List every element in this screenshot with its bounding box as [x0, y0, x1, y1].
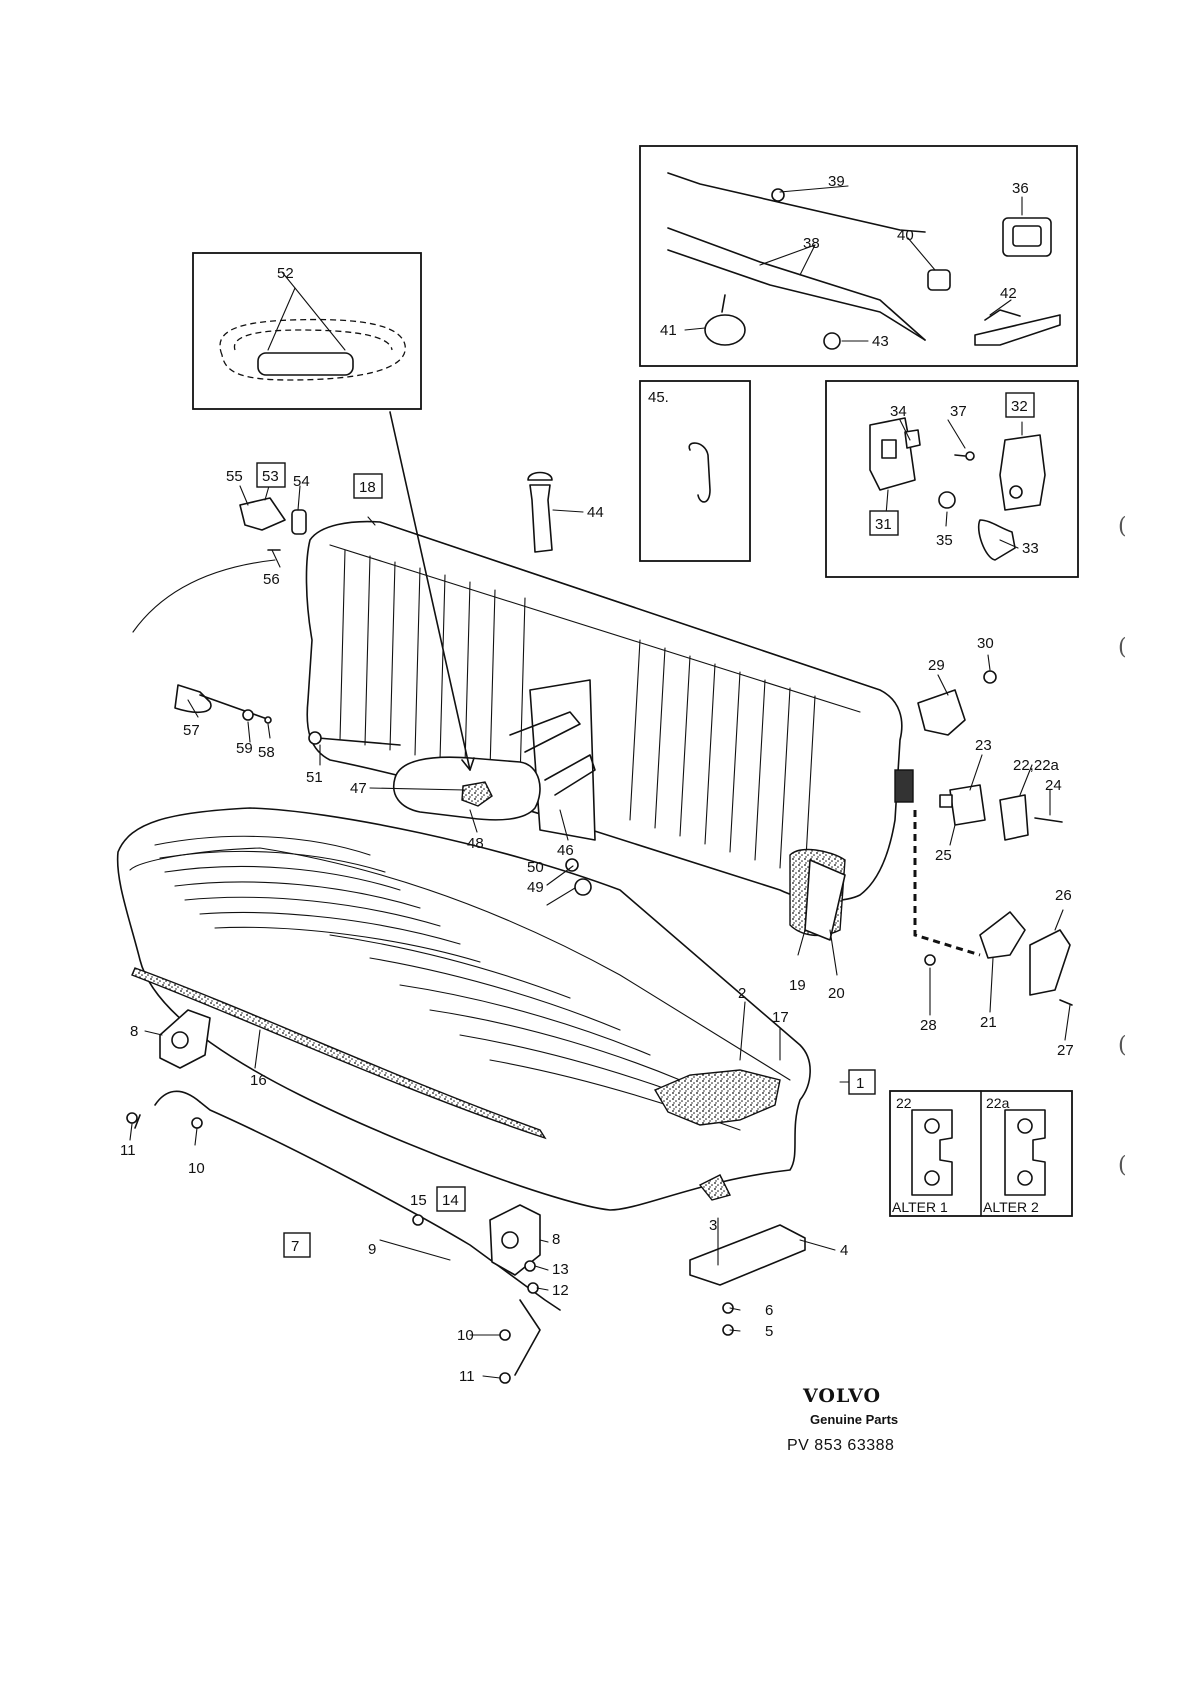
- callout-8-right: 8: [552, 1231, 560, 1248]
- inset-detail-52: [192, 252, 422, 410]
- callout-20: 20: [828, 985, 845, 1002]
- margin-marks: ( ( ( (: [1118, 514, 1127, 1178]
- callout-27: 27: [1057, 1042, 1074, 1059]
- seat-frame-rods: [134, 1090, 561, 1376]
- callout-37: 37: [950, 403, 967, 420]
- svg-text:(: (: [1118, 1153, 1127, 1178]
- callout-31: 31: [875, 516, 892, 533]
- callout-11-left: 11: [120, 1142, 136, 1159]
- inset-cables-box: [639, 145, 1078, 367]
- callout-41: 41: [660, 322, 677, 339]
- callout-33: 33: [1022, 540, 1039, 557]
- callout-39: 39: [828, 173, 845, 190]
- callout-5: 5: [765, 1323, 773, 1340]
- seat-cushion: [116, 807, 811, 1211]
- alt2-number: 22a: [986, 1095, 1010, 1111]
- catalog-number: PV 853 63388: [787, 1437, 894, 1454]
- callout-1: 1: [856, 1075, 864, 1092]
- callout-13: 13: [552, 1261, 569, 1278]
- callout-53: 53: [262, 468, 279, 485]
- callout-46: 46: [557, 842, 574, 859]
- callout-17: 17: [772, 1009, 789, 1026]
- callout-10-left: 10: [188, 1160, 205, 1177]
- svg-text:(: (: [1118, 635, 1127, 660]
- callout-54: 54: [293, 473, 310, 490]
- callout-38: 38: [803, 235, 820, 252]
- callout-35: 35: [936, 532, 953, 549]
- callout-29: 29: [928, 657, 945, 674]
- callout-59: 59: [236, 740, 253, 757]
- callout-3: 3: [709, 1217, 717, 1234]
- brand-block: VOLVO Genuine Parts PV 853 63388: [787, 1385, 898, 1454]
- backrest-pleats: [339, 549, 816, 877]
- callout-2: 2: [738, 985, 746, 1002]
- callout-48: 48: [467, 835, 484, 852]
- callout-47: 47: [350, 780, 367, 797]
- pointer-line-52: [389, 411, 471, 771]
- callout-30: 30: [977, 635, 994, 652]
- callout-11-right: 11: [459, 1368, 475, 1385]
- alt1-label: ALTER 1: [892, 1199, 948, 1215]
- inset-alternatives-box: [889, 1090, 1073, 1217]
- callout-43: 43: [872, 333, 889, 350]
- inset-lock-box: [825, 380, 1079, 578]
- callout-8-left: 8: [130, 1023, 138, 1040]
- callout-40: 40: [897, 227, 914, 244]
- callout-51: 51: [306, 769, 323, 786]
- callout-4: 4: [840, 1242, 848, 1259]
- callout-42: 42: [1000, 285, 1017, 302]
- callout-10-right: 10: [457, 1327, 474, 1344]
- callout-28: 28: [920, 1017, 937, 1034]
- callout-labels: 1 2 3 4 5 6 7 8 8 9 10 10 11 11 12 13 14…: [120, 173, 1074, 1385]
- callout-19: 19: [789, 977, 806, 994]
- callout-18: 18: [359, 479, 376, 496]
- callout-32: 32: [1011, 398, 1028, 415]
- callout-26: 26: [1055, 887, 1072, 904]
- callout-34: 34: [890, 403, 907, 420]
- armrest: [393, 711, 596, 821]
- callout-7: 7: [291, 1238, 299, 1255]
- svg-text:(: (: [1118, 1033, 1127, 1058]
- callout-25: 25: [935, 847, 952, 864]
- alt1-number: 22: [896, 1095, 912, 1111]
- alt2-label: ALTER 2: [983, 1199, 1039, 1215]
- hinge-parts: [913, 670, 1073, 1006]
- bracket-4: [689, 1224, 806, 1286]
- clip-parts-top-left: [174, 471, 592, 896]
- callout-22-22a: 22,22a: [1013, 757, 1060, 774]
- brand-tagline: Genuine Parts: [810, 1412, 898, 1427]
- callout-55: 55: [226, 468, 243, 485]
- svg-text:(: (: [1118, 514, 1127, 539]
- callout-52: 52: [277, 265, 294, 282]
- callout-12: 12: [552, 1282, 569, 1299]
- callout-leaders: [129, 185, 1071, 1379]
- callout-23: 23: [975, 737, 992, 754]
- inset-45-box: [639, 380, 751, 562]
- callout-14: 14: [442, 1192, 459, 1209]
- callout-16: 16: [250, 1072, 267, 1089]
- callout-21: 21: [980, 1014, 997, 1031]
- brand-name: VOLVO: [802, 1385, 881, 1407]
- callout-57: 57: [183, 722, 200, 739]
- callout-58: 58: [258, 744, 275, 761]
- seat-backrest: [305, 520, 914, 941]
- callout-24: 24: [1045, 777, 1062, 794]
- callout-36: 36: [1012, 180, 1029, 197]
- callout-44: 44: [587, 504, 604, 521]
- callout-56: 56: [263, 571, 280, 588]
- callout-50: 50: [527, 859, 544, 876]
- callout-15: 15: [410, 1192, 427, 1209]
- callout-49: 49: [527, 879, 544, 896]
- callout-9: 9: [368, 1241, 376, 1258]
- callout-45: 45.: [648, 389, 669, 406]
- callout-6: 6: [765, 1302, 773, 1319]
- alternatives-labels: 22 ALTER 1 22a ALTER 2: [892, 1095, 1039, 1215]
- swing-arc: [132, 559, 276, 633]
